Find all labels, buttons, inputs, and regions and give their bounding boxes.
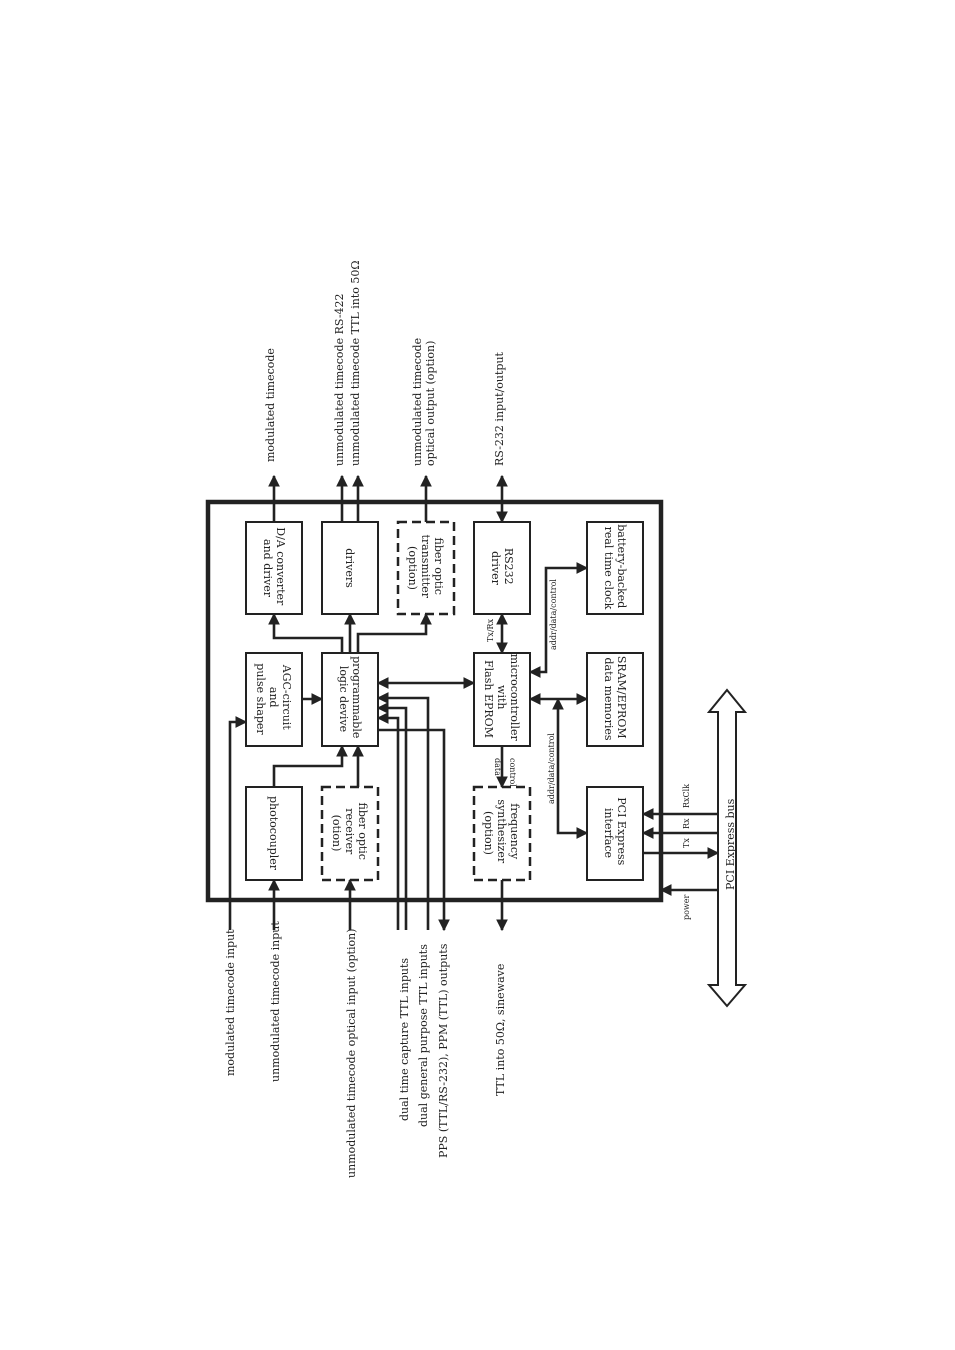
micro-line3: Flash EPROM bbox=[482, 660, 495, 738]
da-converter-block: D/A converter and driver bbox=[245, 521, 303, 615]
da-converter-line2: and driver bbox=[261, 539, 274, 598]
micro-line1: microcontroller bbox=[508, 654, 521, 742]
memories-line1: SRAM/EPROM bbox=[615, 656, 628, 739]
label-tx: Tx bbox=[682, 838, 691, 848]
arrow-pps-outputs bbox=[378, 728, 450, 932]
svg-text:PCI Express interface: PCI Express interface bbox=[602, 797, 628, 869]
logic-line1: programmable bbox=[350, 656, 363, 738]
drivers-block: drivers bbox=[321, 521, 379, 615]
svg-text:RS232 driver: RS232 driver bbox=[489, 548, 515, 588]
label-optical-output: unmodulated timecode optical output (opt… bbox=[411, 334, 437, 466]
rs232-driver-line1: RS232 bbox=[502, 548, 515, 585]
agc-line2: and bbox=[267, 687, 280, 708]
svg-text:photocoupler: photocoupler bbox=[267, 796, 280, 871]
label-gp-inputs: dual general purpose TTL inputs bbox=[417, 944, 430, 1127]
synth-line1: frequency bbox=[508, 803, 521, 860]
label-control: control bbox=[508, 758, 517, 787]
label-ttl-sinewave: TTL into 50Ω, sinewave bbox=[494, 964, 507, 1096]
label-modulated-timecode: modulated timecode bbox=[264, 348, 277, 462]
svg-text:fiber optic transmitter: fiber optic transmitter (option) bbox=[406, 534, 445, 601]
fiber-rx-line3: (otion) bbox=[330, 815, 343, 852]
pci-line1: PCI Express bbox=[615, 797, 628, 865]
microcontroller-block: microcontroller with Flash EPROM bbox=[473, 652, 531, 747]
pci-line2: interface bbox=[602, 808, 615, 858]
fiber-rx-line1: fiber optic bbox=[356, 803, 369, 860]
label-power: power bbox=[682, 894, 691, 920]
label-addr-data-control-1: addr/data/control bbox=[549, 579, 558, 650]
fiber-optic-receiver-block: fiber optic receiver (otion) bbox=[320, 785, 380, 882]
svg-text:battery-backed real time: battery-backed real time clock bbox=[602, 524, 628, 612]
fiber-rx-line2: receiver bbox=[343, 808, 356, 855]
label-rx: Rx bbox=[682, 818, 691, 829]
frequency-synthesizer-block: frequency synthesizer (option) bbox=[472, 785, 532, 882]
label-data: data bbox=[493, 758, 502, 776]
svg-text:SRAM/EPROM data memories: SRAM/EPROM data memories bbox=[602, 656, 628, 742]
svg-text:drivers: drivers bbox=[343, 548, 356, 588]
pci-express-interface-block: PCI Express interface bbox=[586, 786, 644, 881]
agc-line1: AGC-circuit bbox=[280, 664, 293, 731]
real-time-clock-block: battery-backed real time clock bbox=[586, 521, 644, 615]
arrow-logic-to-da bbox=[268, 612, 344, 653]
label-optical-input: unmodulated timecode optical input (opti… bbox=[345, 929, 358, 1178]
pci-express-bus-arrow bbox=[706, 688, 748, 1008]
label-capture-inputs: dual time capture TTL inputs bbox=[398, 958, 411, 1121]
arrow-capture-in-2 bbox=[376, 702, 408, 930]
svg-text:frequency synthesizer: frequency synthesizer (option) bbox=[482, 799, 521, 866]
drivers-line1: drivers bbox=[343, 548, 356, 588]
label-rs422: unmodulated timecode RS-422 bbox=[333, 293, 346, 466]
arrow-micro-rtc bbox=[528, 562, 589, 678]
label-modulated-input: modulated timecode input bbox=[224, 929, 237, 1076]
synth-line2: synthesizer bbox=[495, 799, 508, 863]
logic-line2: logic devive bbox=[337, 666, 350, 732]
fiber-optic-transmitter-block: fiber optic transmitter (option) bbox=[396, 520, 456, 616]
arrow-logic-to-fiber-tx bbox=[356, 612, 432, 653]
fiber-tx-line1: fiber optic bbox=[432, 538, 445, 595]
label-ttl50: unmodulated timecode TTL into 50Ω bbox=[349, 260, 362, 466]
svg-text:D/A converter and driver: D/A converter and driver bbox=[261, 527, 287, 609]
arrow-capture-in-1 bbox=[376, 712, 400, 930]
photocoupler-block: photocoupler bbox=[245, 786, 303, 881]
rtc-line1: battery-backed bbox=[615, 524, 628, 608]
label-unmodulated-input: unmodulated timecode input bbox=[269, 921, 282, 1082]
label-txrx: Tx/Rx bbox=[486, 618, 495, 642]
board-outline bbox=[205, 499, 664, 903]
svg-text:fiber optic receiver: fiber optic receiver (otion) bbox=[330, 803, 369, 864]
arrow-photocoupler-to-logic bbox=[272, 744, 348, 787]
svg-text:AGC-circuit and pu: AGC-circuit and pulse shaper bbox=[254, 663, 293, 735]
fiber-tx-line3: (option) bbox=[406, 546, 419, 590]
label-addr-data-control-2: addr/data/control bbox=[547, 733, 556, 804]
programmable-logic-block: programmable logic devive bbox=[321, 652, 379, 747]
memories-line2: data memories bbox=[602, 658, 615, 741]
rs232-driver-block: RS232 driver bbox=[473, 521, 531, 615]
agc-circuit-block: AGC-circuit and pulse shaper bbox=[245, 652, 303, 747]
arrow-modulated-in bbox=[228, 716, 248, 930]
rtc-line2: real time clock bbox=[602, 527, 615, 610]
arrow-gp-inputs bbox=[376, 692, 430, 930]
svg-text:microcontroller with: microcontroller with Flash EPROM bbox=[482, 654, 521, 744]
photocoupler-line1: photocoupler bbox=[267, 796, 280, 871]
agc-line3: pulse shaper bbox=[254, 663, 267, 735]
data-memories-block: SRAM/EPROM data memories bbox=[586, 652, 644, 747]
label-pps-outputs: PPS (TTL/RS-232), PPM (TTL) outputs bbox=[437, 943, 450, 1158]
svg-text:programmable logic deviv: programmable logic devive bbox=[337, 656, 363, 742]
synth-line3: (option) bbox=[482, 811, 495, 855]
micro-line2: with bbox=[495, 685, 508, 709]
label-rs232-io: RS-232 input/output bbox=[493, 351, 506, 466]
da-converter-line1: D/A converter bbox=[274, 527, 287, 606]
rs232-driver-line2: driver bbox=[489, 551, 502, 586]
label-rxclk: RxClk bbox=[682, 784, 691, 808]
label-pci-express-bus: PCI Express bus bbox=[724, 798, 737, 890]
fiber-tx-line2: transmitter bbox=[419, 534, 432, 598]
arrow-micro-pci bbox=[552, 697, 589, 839]
